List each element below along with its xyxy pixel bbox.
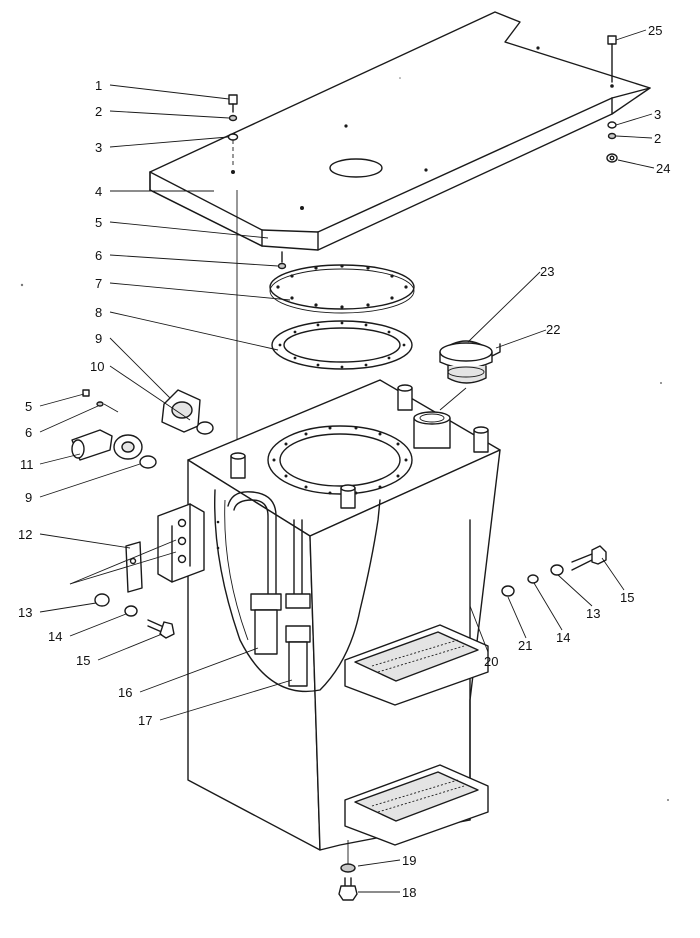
callout-6: 6	[95, 248, 102, 263]
callout-16: 16	[118, 685, 132, 700]
tank-body	[187, 379, 501, 851]
flange-fitting-upper	[161, 389, 214, 435]
callout-5b: 5	[25, 399, 32, 414]
flange-fitting-lower	[71, 429, 157, 469]
access-cover	[269, 264, 415, 314]
callout-labels: 1 2 3 4 5 6 7 8 9 10 5 6 11 9 12 13 14 1…	[18, 23, 670, 900]
callout-3: 3	[95, 140, 102, 155]
cover-plate	[149, 11, 651, 251]
callout-25: 25	[648, 23, 662, 38]
bolt-stack-top-left	[227, 94, 239, 168]
gasket	[271, 320, 413, 370]
bottom-fasteners	[338, 840, 358, 901]
callout-17: 17	[138, 713, 152, 728]
callout-3b: 3	[654, 107, 661, 122]
filler-assembly-line	[439, 387, 467, 411]
callout-5: 5	[95, 215, 102, 230]
callout-23: 23	[540, 264, 554, 279]
callout-9: 9	[95, 331, 102, 346]
callout-14b: 14	[556, 630, 570, 645]
filler-cap	[439, 340, 501, 384]
callout-8: 8	[95, 305, 102, 320]
mounting-bracket	[69, 503, 205, 593]
callout-7: 7	[95, 276, 102, 291]
callout-6b: 6	[25, 425, 32, 440]
callout-11: 11	[20, 457, 34, 472]
callout-18: 18	[402, 885, 416, 900]
bolt-6	[277, 251, 287, 270]
callout-19: 19	[402, 853, 416, 868]
callout-13b: 13	[586, 606, 600, 621]
callout-2: 2	[95, 104, 102, 119]
bolt-stack-top-right	[606, 35, 618, 163]
callout-20: 20	[484, 654, 498, 669]
callout-1: 1	[95, 78, 102, 93]
callout-21: 21	[518, 638, 532, 653]
leader-lines	[39, 29, 655, 893]
small-bolt-left	[82, 389, 119, 413]
callout-15b: 15	[620, 590, 634, 605]
callout-14: 14	[48, 629, 62, 644]
callout-24: 24	[656, 161, 670, 176]
fastener-set-left	[94, 593, 175, 639]
callout-10: 10	[90, 359, 104, 374]
callout-2b: 2	[654, 131, 661, 146]
fastener-set-right	[501, 545, 607, 597]
callout-4: 4	[95, 184, 102, 199]
scan-specks	[20, 77, 669, 801]
callout-13: 13	[18, 605, 32, 620]
callout-15: 15	[76, 653, 90, 668]
callout-22: 22	[546, 322, 560, 337]
callout-12: 12	[18, 527, 32, 542]
callout-9b: 9	[25, 490, 32, 505]
